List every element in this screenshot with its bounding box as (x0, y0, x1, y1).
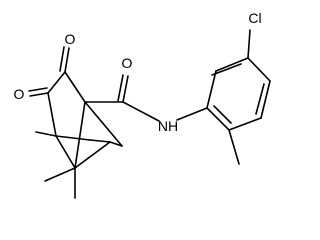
ring-substituent-bonds (228, 29, 251, 165)
aromatic-ring-bonds (206, 57, 271, 131)
amide-nitrogen-label: NH (158, 118, 178, 134)
bicyclic-core-bonds (47, 71, 123, 169)
ketone-bonds (28, 46, 70, 97)
chlorine-label: Cl (248, 10, 261, 26)
chemical-structure-diagram: Cl O O O NH (14, 10, 271, 199)
ketone-oxygen-left-label: O (14, 86, 25, 102)
ketone-oxygen-upper-label: O (65, 31, 76, 47)
methyl-bonds (35, 131, 76, 199)
amide-oxygen-label: O (122, 55, 133, 71)
amide-bonds (84, 74, 208, 122)
